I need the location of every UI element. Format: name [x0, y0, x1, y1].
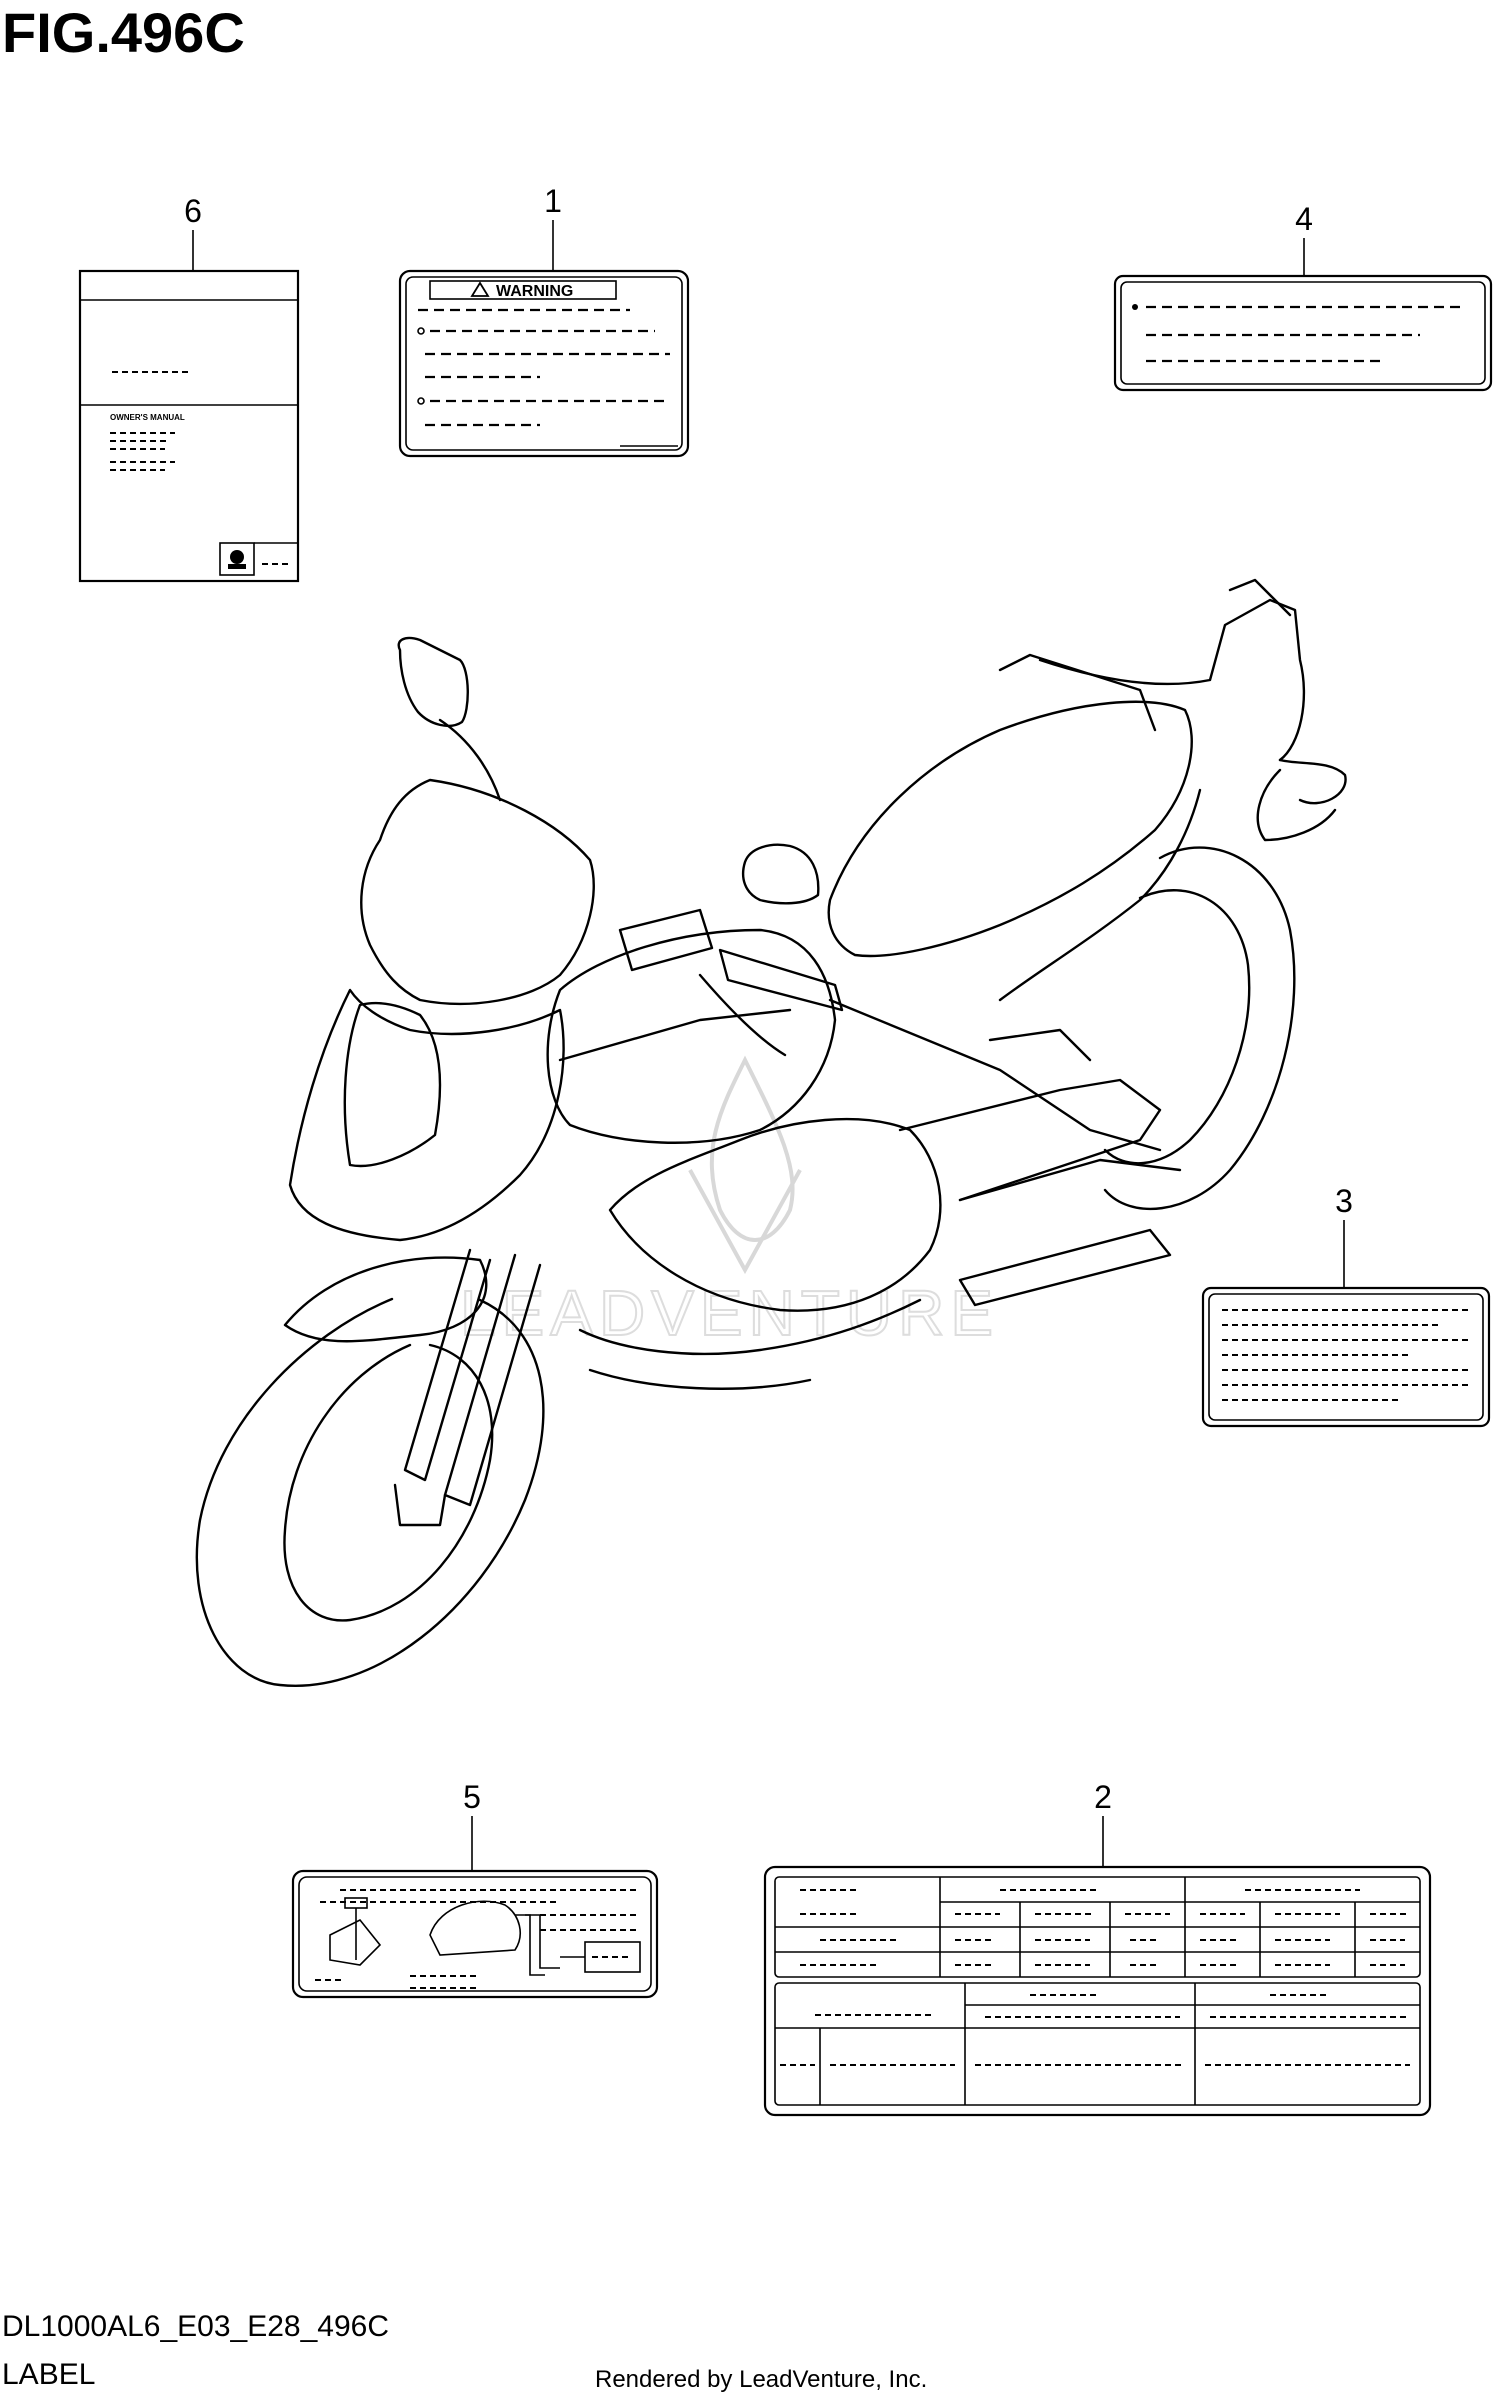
figure-code: DL1000AL6_E03_E28_496C	[2, 2310, 389, 2343]
engine	[608, 1117, 942, 1312]
callout-6-number: 6	[184, 193, 202, 229]
seat	[827, 700, 1193, 958]
rear-tire	[1103, 846, 1296, 1210]
part-2-label-outer	[763, 1865, 1432, 2117]
windscreen	[360, 778, 595, 1005]
manual-title: OWNER'S MANUAL	[110, 413, 185, 422]
right-mirror	[741, 843, 820, 905]
watermark-text: LEADVENTURE	[460, 1277, 999, 1349]
callout-5-number: 5	[463, 1779, 481, 1815]
warning-header: WARNING	[496, 283, 573, 300]
part-3-label-outer	[1201, 1286, 1491, 1428]
fuel-tank	[546, 928, 837, 1144]
manual-logo-icon	[230, 550, 244, 564]
part-2-table-label[interactable]: 2	[763, 1779, 1432, 2117]
callout-4-number: 4	[1295, 201, 1313, 237]
warning-label-outer	[398, 269, 690, 458]
manual-logo-box	[219, 542, 255, 576]
motorcycle-illustration	[195, 578, 1347, 1687]
part-5-label-outer	[291, 1869, 659, 1999]
part-5-label[interactable]: 5	[291, 1779, 659, 1999]
part-4-label-outer	[1113, 274, 1493, 392]
exhaust	[958, 1228, 1172, 1307]
part-3-label[interactable]: 3	[1201, 1183, 1491, 1428]
callout-1-number: 1	[544, 183, 562, 219]
front-fairing	[288, 988, 565, 1242]
figure-title: FIG.496C	[2, 1, 245, 64]
part-6-owners-manual[interactable]: 6 OWNER'S MANUAL	[78, 193, 300, 583]
part-1-warning-label[interactable]: 1 WARNING	[398, 183, 690, 458]
left-mirror	[397, 636, 469, 727]
warning-triangle-icon	[470, 281, 490, 297]
part-4-label[interactable]: 4	[1113, 201, 1493, 392]
figure-caption: LABEL	[2, 2358, 95, 2391]
watermark: LEADVENTURE	[459, 1055, 999, 1350]
render-credit: Rendered by LeadVenture, Inc.	[595, 2366, 927, 2393]
manual-cover	[78, 269, 300, 583]
engine-schematic	[429, 1900, 521, 1956]
callout-3-number: 3	[1335, 1183, 1353, 1219]
callout-2-number: 2	[1094, 1779, 1112, 1815]
front-tire	[195, 1297, 545, 1687]
